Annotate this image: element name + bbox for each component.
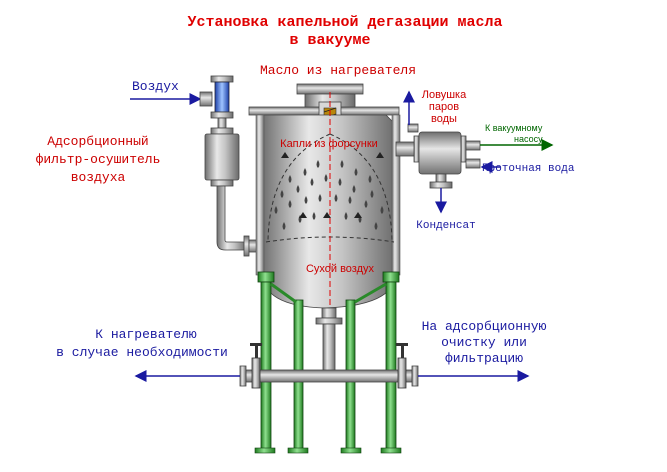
bottom-header-pipe [245, 369, 413, 383]
vacuum-pump-label-line2: насосу [514, 134, 543, 144]
flow-water-label: Проточная вода [482, 163, 575, 175]
adsorption-label-line1: На адсорбционную [422, 319, 547, 334]
trap-label-line1: Ловушка [422, 89, 467, 101]
filter-bottom-flange [210, 179, 234, 187]
air-dryer-top-cap [210, 75, 234, 83]
vapor-outlet-pipe [395, 141, 417, 157]
dry-air-pipe [216, 185, 247, 251]
trap-label-line3: воды [431, 113, 457, 125]
adsorption-label-line2: очистку или [441, 335, 527, 350]
dry-air-pipe-flange [243, 235, 250, 257]
bottom-outlet-flange [315, 317, 343, 325]
title-line2: в вакууме [289, 32, 370, 49]
vapor-outlet-flange [413, 135, 420, 163]
filter-top-flange [210, 127, 234, 135]
left-outlet-flange [239, 365, 247, 387]
adsorption-label-line3: фильтрацию [445, 351, 523, 366]
oil-droplets [274, 160, 384, 230]
gas-release-marks [281, 152, 384, 218]
vessel-left-rim [255, 114, 265, 276]
filter-label-line1: Адсорбционный [47, 134, 148, 149]
trap-water-port [465, 158, 481, 169]
trap-body [418, 131, 462, 175]
adsorption-filter-body [204, 133, 240, 181]
spray-cone [267, 133, 393, 241]
air-label: Воздух [132, 79, 179, 94]
filter-label-line3: воздуха [71, 170, 126, 185]
bottom-downpipe [322, 323, 336, 373]
title-line1: Установка капельной дегазации масла [187, 14, 502, 31]
vacuum-pump-label-line1: К вакуумному [485, 123, 543, 133]
to-heater-label-line2: в случае необходимости [56, 345, 228, 360]
filter-label-line2: фильтр-осушитель [36, 152, 161, 167]
trap-label-line2: паров [429, 101, 459, 113]
right-outlet-flange [411, 365, 419, 387]
oil-from-heater-label: Масло из нагревателя [260, 63, 416, 78]
trap-right-flange [460, 135, 467, 163]
droplets-label: Капли из форсунки [280, 138, 378, 150]
trap-drain-stem [435, 173, 447, 183]
air-dryer-stem [217, 117, 227, 129]
to-heater-label-line1: К нагревателю [95, 327, 197, 342]
air-dryer-glass-tube [214, 81, 230, 113]
right-valve-icon[interactable] [396, 343, 408, 389]
dry-air-label: Сухой воздух [306, 263, 375, 275]
condensate-label: Конденсат [416, 220, 475, 232]
air-dryer-bottom-cap [210, 111, 234, 119]
trap-vacuum-port [465, 140, 481, 151]
left-valve-icon[interactable] [250, 343, 262, 389]
trap-drain-flange [429, 181, 453, 189]
vessel-bottom-outlet [321, 307, 337, 319]
vessel-right-rim [391, 114, 401, 276]
air-inlet-port [199, 91, 213, 107]
trap-top-port [407, 123, 419, 133]
